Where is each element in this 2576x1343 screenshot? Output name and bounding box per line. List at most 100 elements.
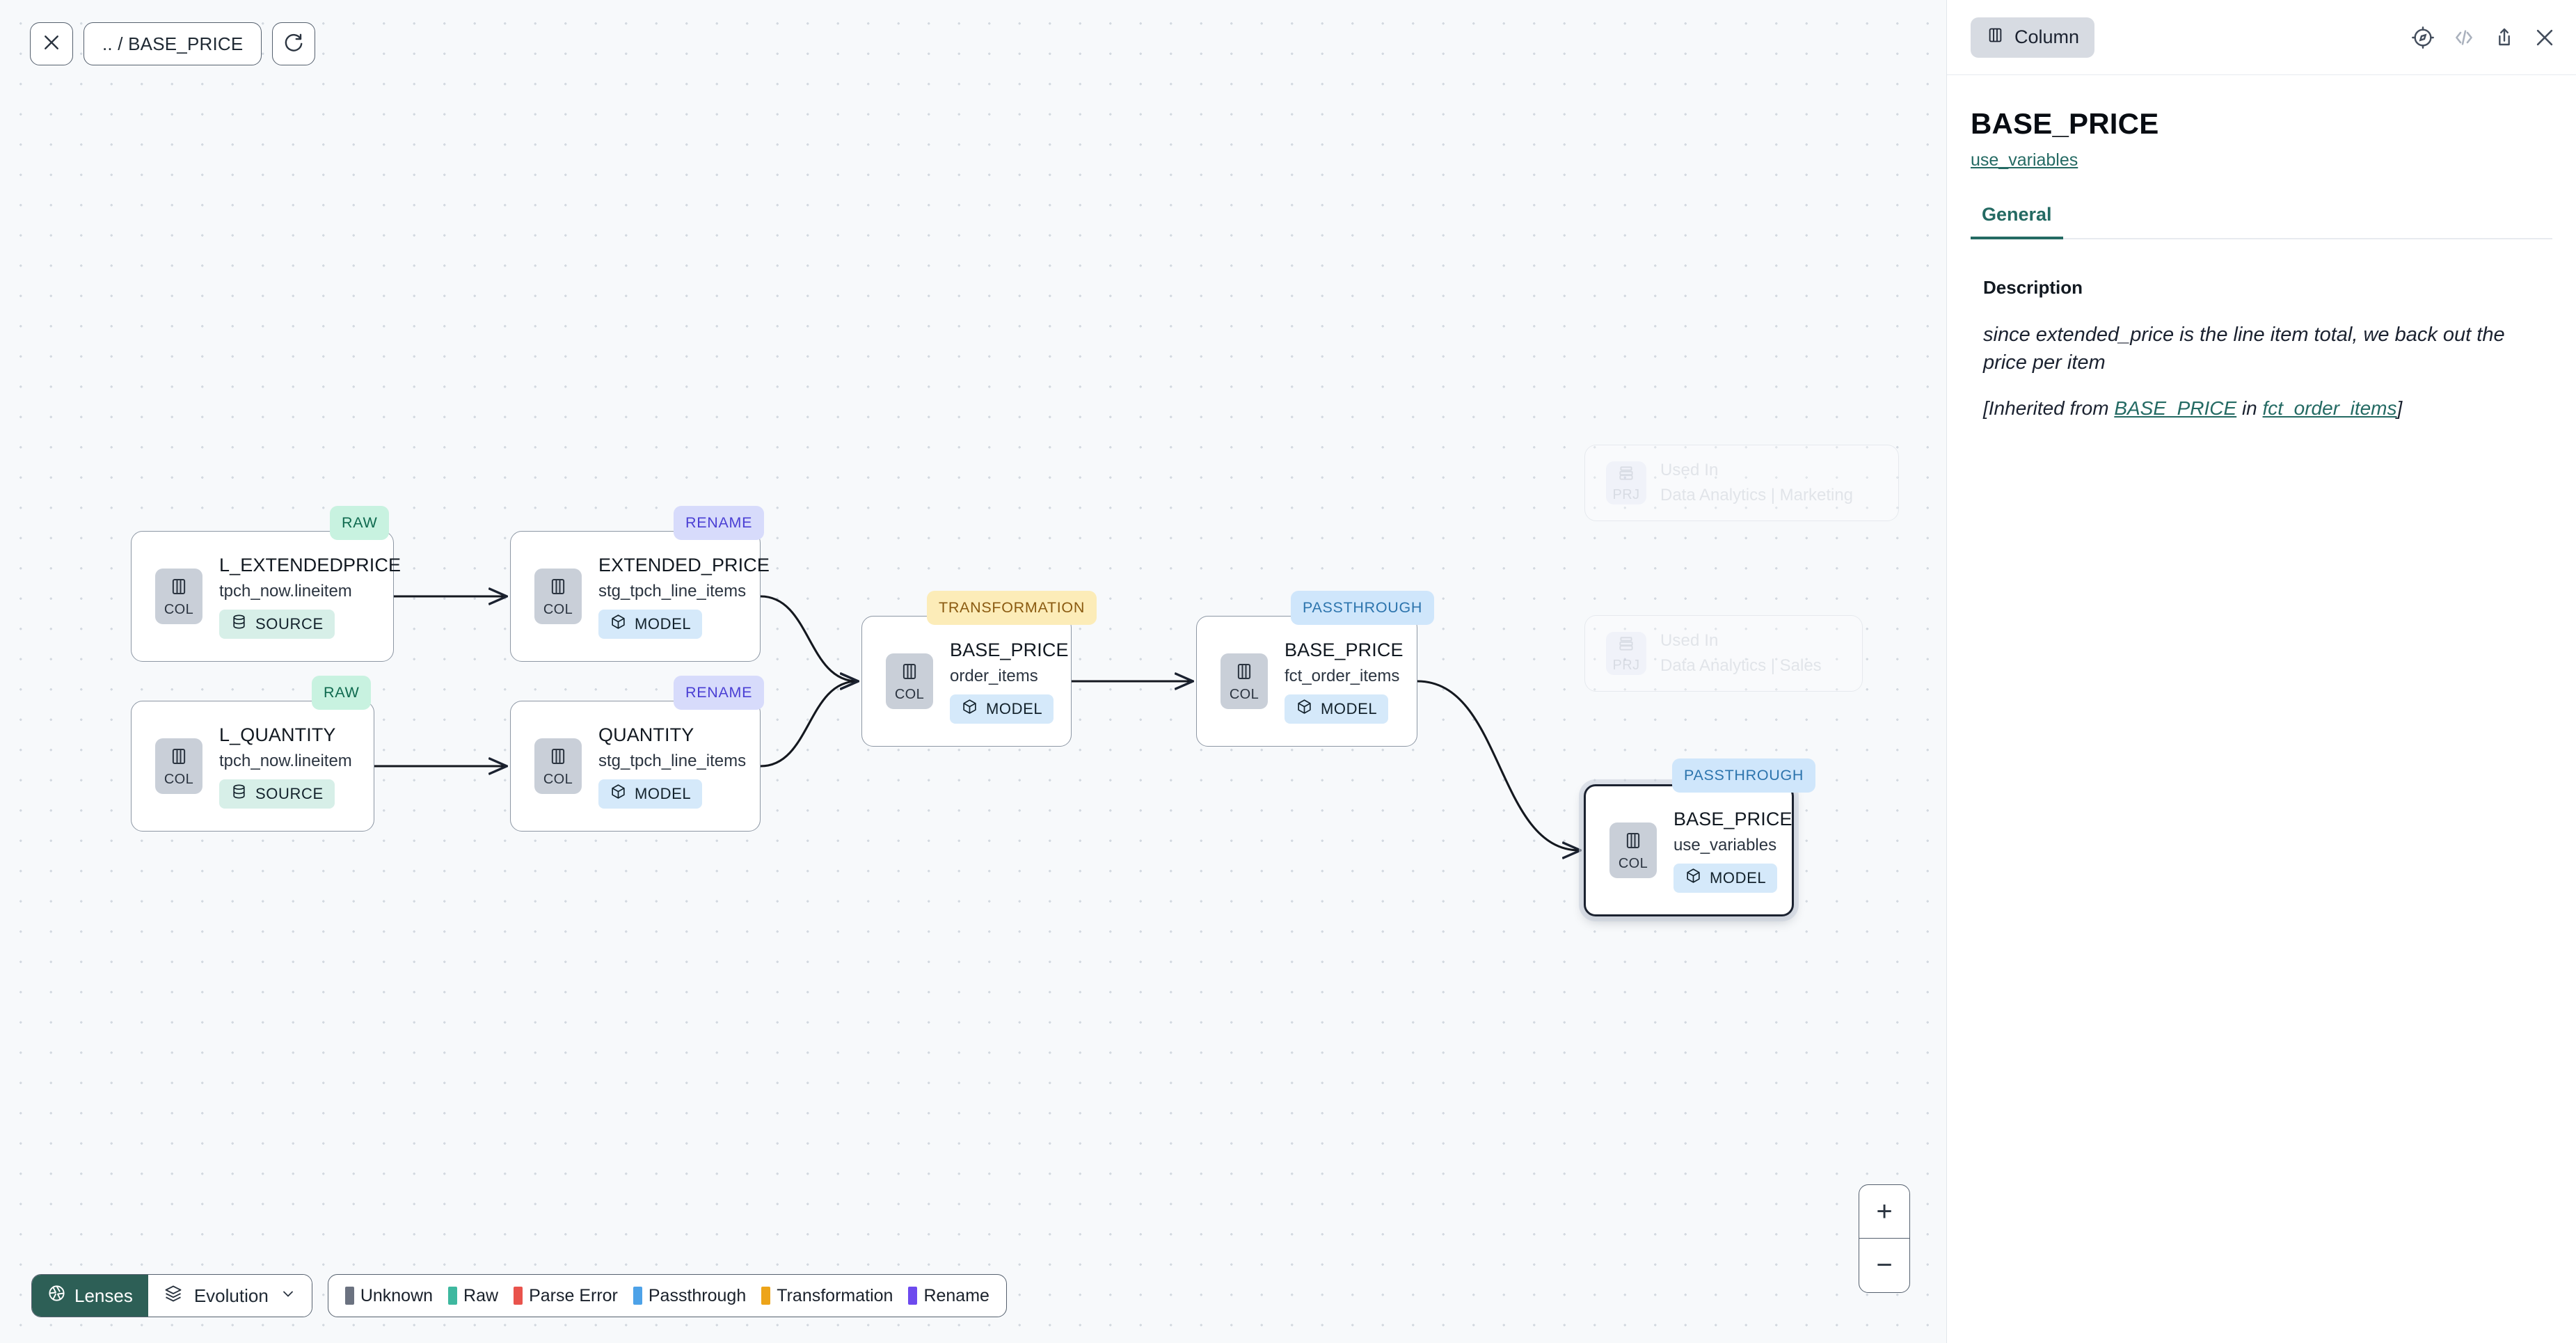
materialization-label: MODEL [635,614,692,633]
lineage-node-l_extendedprice[interactable]: COL L_EXTENDEDPRICE tpch_now.lineitem SO… [131,531,401,662]
node-title: BASE_PRICE [1285,639,1404,660]
zoom-out-button[interactable]: − [1876,1250,1893,1280]
cube-icon [961,698,978,720]
column-icon [548,576,569,601]
node-title: QUANTITY [598,724,694,745]
cube-icon [1296,698,1313,720]
tab-general[interactable]: General [1971,204,2063,239]
lens-type-pill-l_quantity: RAW [312,676,372,710]
column-badge: COL [886,653,933,709]
legend-item-parse-error[interactable]: Parse Error [514,1286,618,1306]
inherited-mid: in [2236,397,2263,419]
materialization-label: MODEL [635,784,692,802]
node-subtitle: stg_tpch_line_items [598,581,747,601]
inherited-model-link[interactable]: fct_order_items [2262,397,2397,419]
close-button[interactable] [30,22,73,65]
node-title: L_QUANTITY [219,724,336,745]
column-badge: COL [534,738,582,794]
lineage-canvas[interactable]: .. / BASE_PRICE [0,0,1946,1343]
details-panel-header: Column [1947,0,2576,75]
description-section: Description since extended_price is the … [1983,277,2552,420]
project-badge: PRJ [1606,461,1646,504]
column-icon [168,576,189,601]
inherited-from-note: [Inherited from BASE_PRICE in fct_order_… [1983,397,2552,420]
breadcrumb[interactable]: .. / BASE_PRICE [84,22,262,65]
column-icon [1623,830,1644,855]
legend-label: Passthrough [648,1285,747,1305]
materialization-tag: MODEL [598,609,703,639]
materialization-label: SOURCE [255,614,324,633]
column-badge-label: COL [1618,856,1648,871]
lenses-button[interactable]: Lenses [32,1275,148,1317]
inherited-prefix: [Inherited from [1983,397,2115,419]
node-subtitle: tpch_now.lineitem [219,581,352,601]
column-icon [548,746,569,770]
database-icon [230,783,248,804]
zoom-in-button[interactable]: + [1859,1185,1909,1239]
legend-item-raw[interactable]: Raw [448,1286,498,1306]
column-badge: COL [534,569,582,624]
project-icon [1617,464,1635,486]
evolution-dropdown[interactable]: Evolution [148,1275,312,1317]
materialization-tag: MODEL [950,694,1054,724]
entity-kind-chip[interactable]: Column [1971,17,2095,58]
lens-selector: Lenses Evolution [31,1274,312,1317]
used-in-card[interactable]: PRJ Used In Data Analytics | Marketing [1584,445,1899,521]
column-badge: COL [155,569,202,624]
column-badge-label: COL [543,772,573,787]
node-subtitle: stg_tpch_line_items [598,751,747,770]
materialization-tag: MODEL [1285,694,1389,724]
materialization-label: MODEL [986,699,1043,717]
close-icon[interactable] [2533,26,2557,49]
legend-item-rename[interactable]: Rename [908,1286,989,1306]
legend-item-passthrough[interactable]: Passthrough [633,1286,746,1306]
inherited-suffix: ] [2396,397,2403,419]
used-in-card[interactable]: PRJ Used In Data Analytics | Sales [1584,615,1863,692]
legend-label: Parse Error [529,1285,618,1305]
materialization-tag: MODEL [1673,863,1778,893]
legend-item-transformation[interactable]: Transformation [761,1286,893,1306]
node-title: EXTENDED_PRICE [598,554,770,575]
column-badge: COL [1609,823,1657,878]
close-icon [41,32,62,56]
canvas-bottom-bar: Lenses Evolution [31,1274,1007,1317]
explore-icon[interactable] [2411,26,2435,49]
code-icon[interactable] [2452,26,2476,49]
node-title: L_EXTENDEDPRICE [219,554,401,575]
lineage-node-quantity[interactable]: COL QUANTITY stg_tpch_line_items MODEL [510,701,761,832]
layers-icon [164,1284,183,1308]
lens-type-pill-extended_price: RENAME [674,506,765,540]
lineage-node-l_quantity[interactable]: COL L_QUANTITY tpch_now.lineitem SOURCE [131,701,374,832]
legend-label: Rename [923,1285,989,1305]
project-badge: PRJ [1606,632,1646,675]
lens-type-pill-use_variables: PASSTHROUGH [1672,758,1816,793]
used-in-label: Used In [1660,461,1719,479]
lineage-node-extended_price[interactable]: COL EXTENDED_PRICE stg_tpch_line_items M… [510,531,770,662]
lens-type-pill-l_extendedprice: RAW [330,506,390,540]
column-badge-label: COL [164,772,194,787]
lens-type-pill-order_items: TRANSFORMATION [927,591,1097,625]
materialization-tag: SOURCE [219,609,335,639]
legend-item-unknown[interactable]: Unknown [344,1286,433,1306]
legend-swatch [908,1287,918,1305]
lens-legend: Unknown Raw Parse Error Passthrough Tran… [327,1274,1007,1317]
legend-swatch [344,1287,354,1305]
page-title: BASE_PRICE [1971,107,2159,140]
node-subtitle: order_items [950,666,1038,685]
lineage-node-use_variables[interactable]: COL BASE_PRICE use_variables MODEL [1584,784,1794,916]
share-icon[interactable] [2493,26,2515,49]
inherited-column-link[interactable]: BASE_PRICE [2114,397,2237,419]
refresh-button[interactable] [272,22,316,65]
lineage-node-fct_order_items[interactable]: COL BASE_PRICE fct_order_items MODEL [1196,616,1417,747]
entity-kind-label: Column [2014,26,2080,47]
node-subtitle: tpch_now.lineitem [219,751,352,770]
legend-swatch [633,1287,642,1305]
parent-model-link[interactable]: use_variables [1971,150,2078,170]
materialization-label: SOURCE [255,784,324,802]
evolution-label: Evolution [193,1285,269,1306]
column-badge-label: COL [894,687,925,702]
lineage-node-order_items[interactable]: COL BASE_PRICE order_items MODEL [861,616,1072,747]
panel-actions [2411,26,2557,49]
cube-icon [610,783,627,804]
cube-icon [610,613,627,635]
